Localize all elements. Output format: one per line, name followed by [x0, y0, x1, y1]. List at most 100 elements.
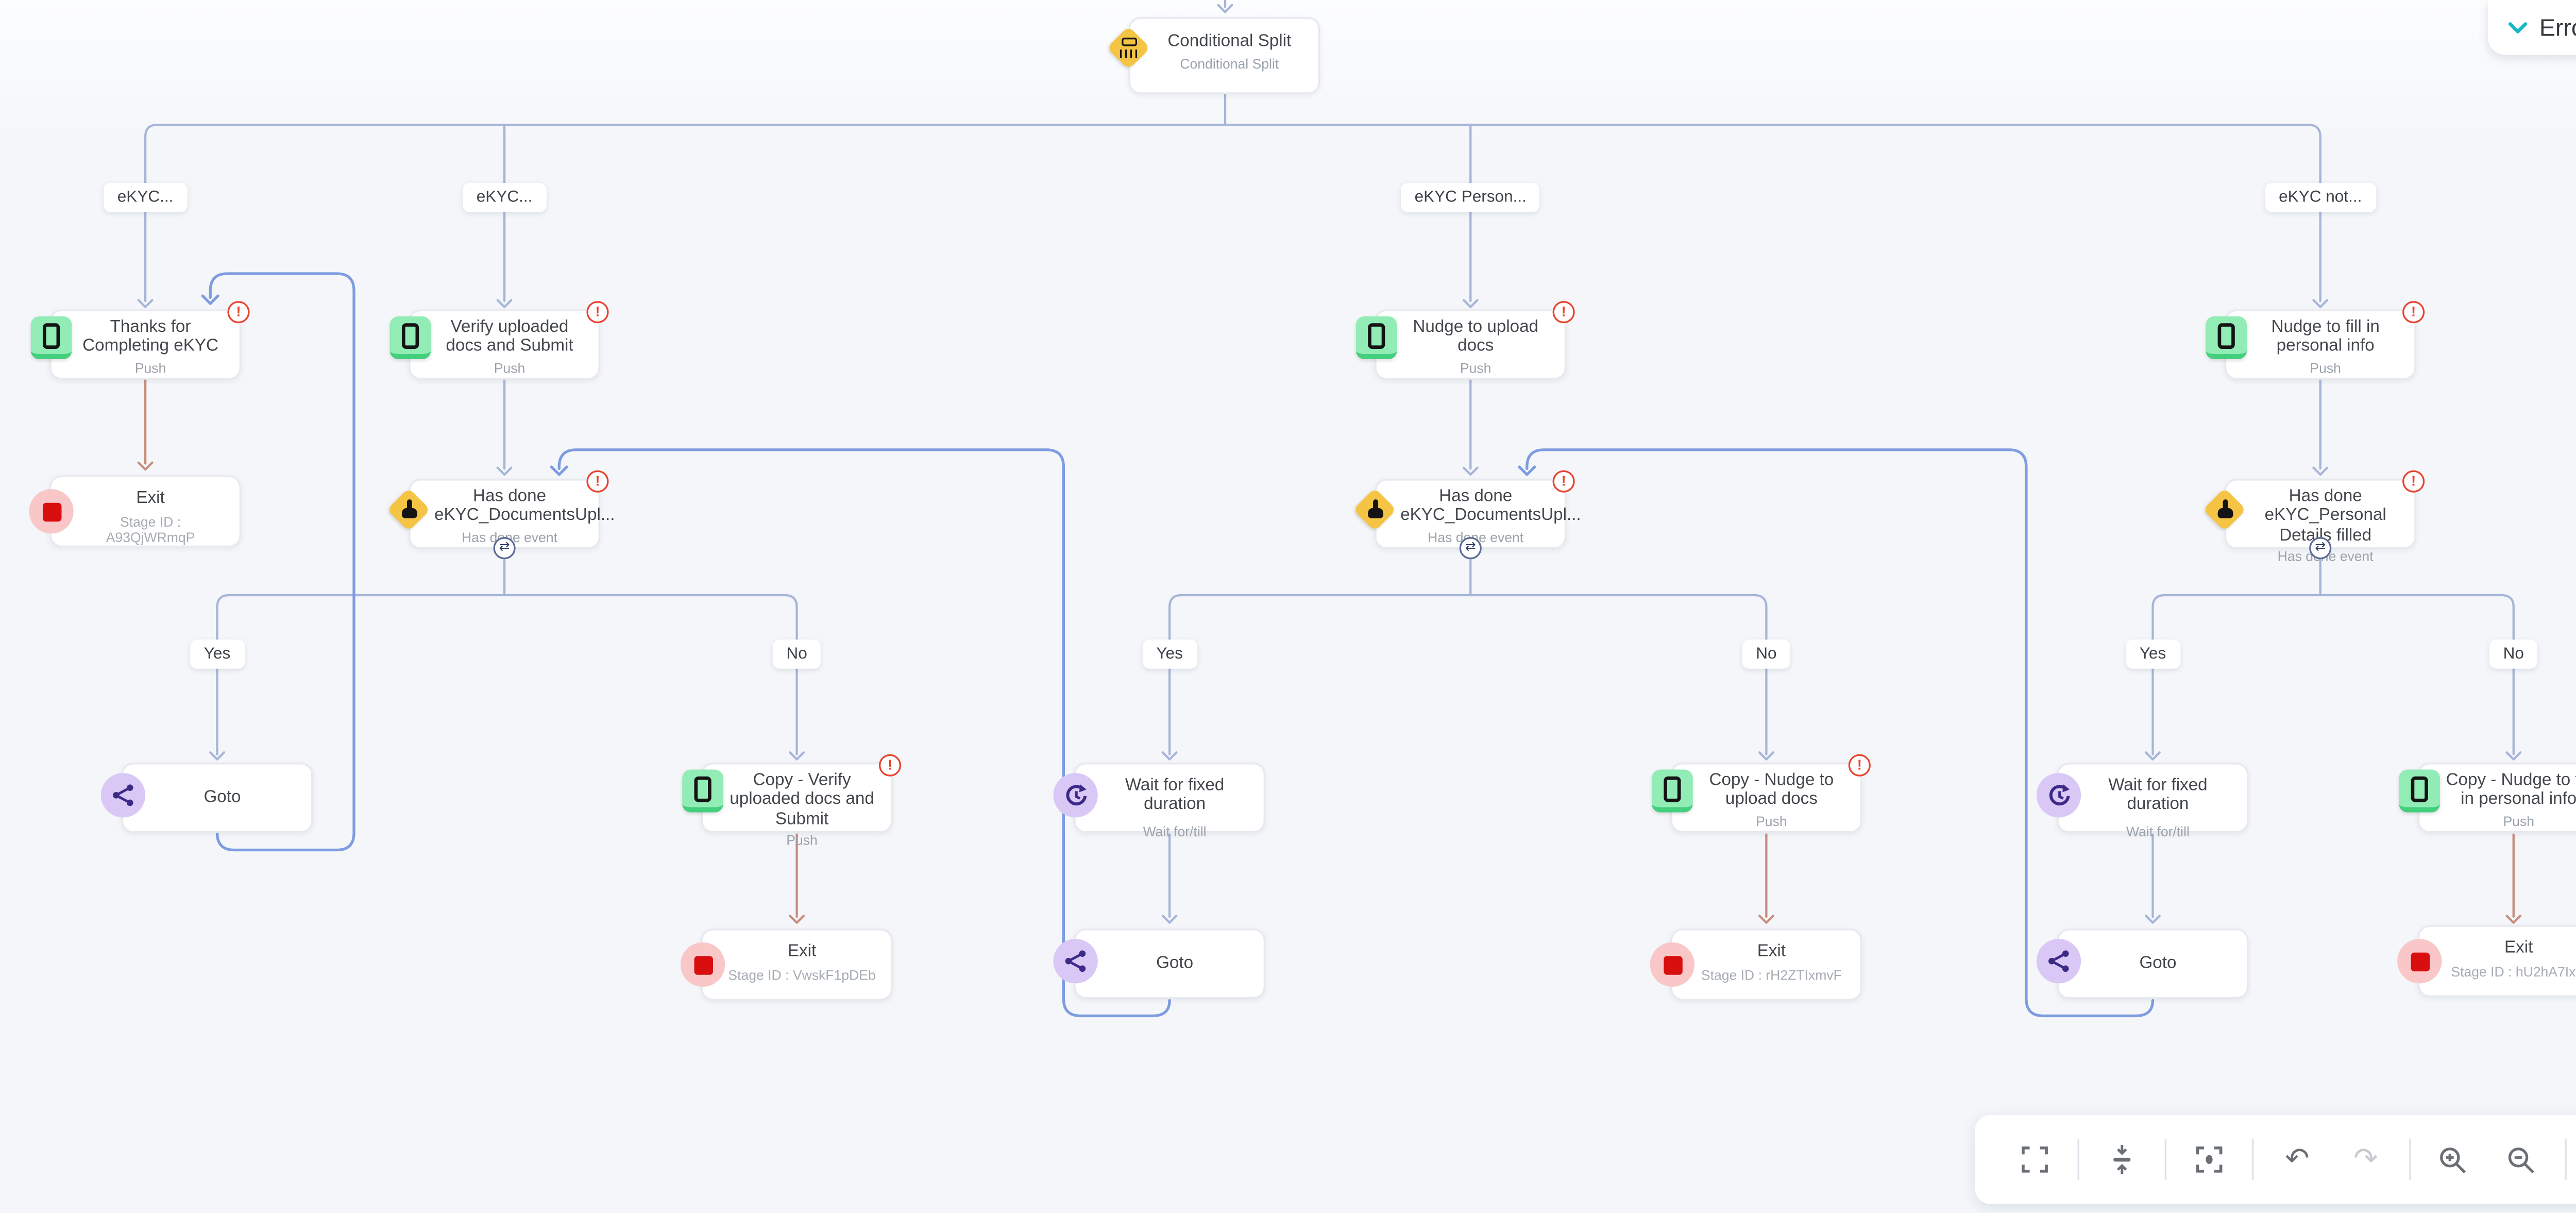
toolbar-divider	[2252, 1139, 2255, 1181]
node-stage-id: Stage ID : hU2hA7Ixtc	[2451, 965, 2576, 981]
node-nudge-fill-push[interactable]: Nudge to fill in personal info Push !	[2206, 301, 2425, 380]
node-nudge-upload-push[interactable]: Nudge to upload docs Push !	[1355, 301, 1575, 380]
redo-button[interactable]: ↷	[2340, 1131, 2392, 1189]
node-copy-verify-push[interactable]: Copy - Verify uploaded docs and Submit P…	[682, 754, 902, 848]
node-goto-left[interactable]: Goto	[100, 763, 313, 833]
node-copy-nudge-upload-push[interactable]: Copy - Nudge to upload docs Push !	[1652, 754, 1871, 833]
node-title: Has done eKYC_DocumentsUpl...	[1400, 487, 1581, 526]
branch-swap-icon: ⇄	[2309, 537, 2332, 560]
node-title: Exit	[2504, 939, 2533, 958]
fit-vertical-button[interactable]	[2096, 1131, 2148, 1189]
center-focus-icon	[2196, 1146, 2223, 1173]
node-goto-mid[interactable]: Goto	[1053, 929, 1265, 999]
conditional-split-icon	[1107, 26, 1150, 70]
branch-label-ekyc-2[interactable]: eKYC...	[463, 183, 546, 212]
node-title: Goto	[1156, 954, 1194, 973]
node-exit-verify[interactable]: Exit Stage ID : VwskF1pDEb	[680, 929, 893, 1001]
node-title: Copy - Nudge to fill in personal info	[2446, 771, 2576, 810]
node-title: Exit	[1757, 942, 1786, 962]
node-exit-nudge-upload[interactable]: Exit Stage ID : rH2ZTIxmvF	[1650, 929, 1862, 1001]
push-icon	[682, 769, 723, 813]
goto-icon	[1053, 939, 1098, 984]
fullscreen-icon	[2022, 1146, 2048, 1173]
branch-label-ekyc-not[interactable]: eKYC not...	[2265, 183, 2376, 212]
push-icon	[2206, 316, 2247, 359]
outcome-label-yes: Yes	[2126, 639, 2180, 669]
node-verify-push[interactable]: Verify uploaded docs and Submit Push !	[389, 301, 609, 380]
error-badge-icon[interactable]: !	[2402, 470, 2425, 493]
exit-icon	[680, 942, 725, 987]
node-title: Conditional Split	[1167, 32, 1292, 52]
node-subtitle: Push	[134, 360, 166, 376]
wait-icon	[1053, 773, 1098, 818]
branch-label-ekyc-person[interactable]: eKYC Person...	[1401, 183, 1540, 212]
zoom-in-icon	[2440, 1147, 2466, 1173]
fullscreen-button[interactable]	[2009, 1131, 2061, 1189]
outcome-label-no: No	[772, 639, 821, 669]
push-icon	[389, 316, 431, 359]
has-done-event-icon	[1353, 487, 1397, 532]
node-copy-nudge-fill-push[interactable]: Copy - Nudge to fill in personal info Pu…	[2399, 763, 2576, 833]
has-done-event-icon	[386, 487, 431, 532]
outcome-label-no: No	[1742, 639, 1791, 669]
node-title: Copy - Verify uploaded docs and Submit	[730, 771, 874, 829]
node-subtitle: Push	[1460, 360, 1492, 376]
error-badge-icon[interactable]: !	[586, 301, 609, 324]
branch-label-ekyc-1[interactable]: eKYC...	[104, 183, 188, 212]
node-exit-nudge-fill[interactable]: Exit Stage ID : hU2hA7Ixtc	[2397, 925, 2576, 997]
push-icon	[1355, 316, 1397, 359]
node-conditional-split[interactable]: Conditional Split Conditional Split	[1107, 17, 1320, 94]
node-title: Goto	[2139, 954, 2177, 973]
error-badge-icon[interactable]: !	[1552, 301, 1575, 324]
node-title: Wait for fixed duration	[1125, 776, 1225, 815]
node-stage-id: Stage ID : rH2ZTIxmvF	[1701, 968, 1842, 984]
toolbar-divider	[2564, 1139, 2567, 1181]
branch-swap-icon: ⇄	[493, 537, 516, 560]
push-icon	[2399, 769, 2441, 813]
node-wait-right[interactable]: Wait for fixed duration Wait for/till	[2036, 763, 2249, 839]
node-title: Has done eKYC_DocumentsUpl...	[434, 487, 615, 526]
node-hasdone-docs-left[interactable]: Has done eKYC_DocumentsUpl... Has done e…	[386, 470, 615, 560]
exit-icon	[29, 489, 74, 534]
outcome-label-yes: Yes	[190, 639, 244, 669]
node-wait-left[interactable]: Wait for fixed duration Wait for/till	[1053, 763, 1265, 839]
node-subtitle: Push	[1756, 813, 1787, 829]
zoom-in-button[interactable]	[2428, 1131, 2479, 1189]
undo-button[interactable]: ↶	[2272, 1131, 2323, 1189]
node-exit-thanks[interactable]: Exit Stage ID : A93QjWRmqP	[29, 475, 241, 548]
wait-icon	[2036, 773, 2081, 818]
push-icon	[1652, 769, 1693, 813]
zoom-out-button[interactable]	[2496, 1131, 2548, 1189]
toolbar-divider	[2165, 1139, 2167, 1181]
undo-icon: ↶	[2285, 1142, 2310, 1175]
node-subtitle: Push	[494, 360, 526, 376]
error-badge-icon[interactable]: !	[1848, 754, 1871, 777]
node-title: Verify uploaded docs and Submit	[446, 318, 573, 357]
node-title: Copy - Nudge to upload docs	[1709, 771, 1834, 810]
node-hasdone-docs-right[interactable]: Has done eKYC_DocumentsUpl... Has done e…	[1353, 470, 1581, 560]
goto-icon	[100, 773, 146, 818]
error-badge-icon[interactable]: !	[586, 470, 609, 493]
error-badge-icon[interactable]: !	[227, 301, 250, 324]
outcome-label-yes: Yes	[1142, 639, 1197, 669]
center-canvas-button[interactable]	[2184, 1131, 2235, 1189]
error-badge-icon[interactable]: !	[878, 754, 902, 777]
zoom-out-icon	[2509, 1147, 2535, 1173]
error-badge-icon[interactable]: !	[1552, 470, 1575, 493]
node-thanks-push[interactable]: Thanks for Completing eKYC Push !	[30, 301, 250, 380]
node-title: Exit	[136, 489, 165, 508]
node-goto-right[interactable]: Goto	[2036, 929, 2249, 999]
exit-icon	[2397, 939, 2442, 984]
chevron-down-icon	[2509, 21, 2528, 33]
outcome-label-no: No	[2489, 639, 2538, 669]
node-title: Exit	[787, 942, 817, 962]
error-badge-icon[interactable]: !	[2402, 301, 2425, 324]
node-hasdone-personal[interactable]: Has done eKYC_Personal Details filled Ha…	[2202, 470, 2425, 564]
node-title: Wait for fixed duration	[2108, 776, 2208, 815]
node-subtitle: Push	[786, 832, 818, 848]
errors-panel-toggle[interactable]: Errors (10)	[2488, 0, 2576, 55]
node-subtitle: Wait for/till	[1143, 823, 1207, 839]
node-title: Nudge to fill in personal info	[2271, 318, 2380, 357]
